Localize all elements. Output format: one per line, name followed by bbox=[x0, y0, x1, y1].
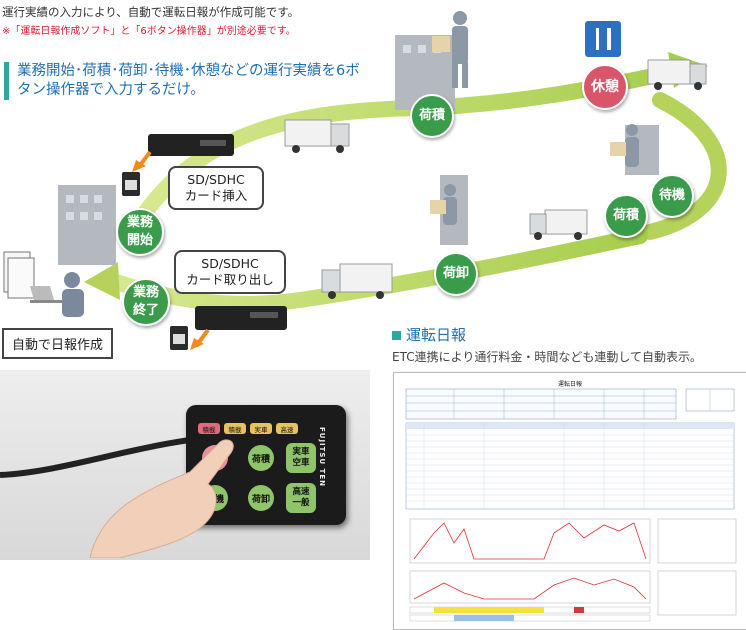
route-arrowhead-lower bbox=[84, 262, 120, 300]
callout-card-eject-text: SD/SDHC カード取り出し bbox=[186, 256, 274, 287]
callout-card-insert-text: SD/SDHC カード挿入 bbox=[184, 172, 248, 203]
hand-illustration bbox=[89, 439, 234, 558]
stage-start: 業務 開始 bbox=[116, 208, 164, 256]
section-title-text: 運転日報 bbox=[406, 326, 467, 344]
unload-button[interactable]: 荷卸 bbox=[248, 485, 274, 511]
stage-rest-label: 休憩 bbox=[591, 79, 619, 95]
load-button[interactable]: 荷積 bbox=[248, 445, 274, 471]
stage-unload-label: 荷卸 bbox=[442, 266, 469, 281]
worker-icon bbox=[443, 11, 639, 225]
route-arrow-lower bbox=[102, 228, 648, 312]
report-title: 運転日報 bbox=[557, 381, 582, 388]
stage-end-label: 業務 終了 bbox=[132, 285, 159, 318]
stage-start-label: 業務 開始 bbox=[126, 215, 153, 248]
stage-end: 業務 終了 bbox=[122, 278, 170, 326]
callout-card-insert: SD/SDHC カード挿入 bbox=[168, 166, 264, 210]
occupied-button[interactable]: 実車 空車 bbox=[286, 443, 316, 473]
highway-button[interactable]: 高速 一般 bbox=[286, 483, 316, 513]
intro-text: 運行実績の入力により、自動で運転日報が作成可能です。 bbox=[2, 5, 300, 19]
section-description: ETC連携により通行料金・時間なども連動して自動表示。 bbox=[392, 350, 702, 364]
restaurant-sign-icon bbox=[583, 19, 623, 59]
top-button-3[interactable]: 実車 bbox=[250, 423, 272, 434]
stage-load-2-label: 荷積 bbox=[612, 208, 639, 223]
stage-unload: 荷卸 bbox=[434, 252, 478, 296]
headline: 業務開始･荷積･荷卸･待機･休憩などの運行実績を6ボタン操作器で入力するだけ。 bbox=[4, 62, 367, 100]
sd-card-icon bbox=[122, 172, 188, 350]
section-title: 運転日報 bbox=[392, 324, 466, 345]
route-illustration bbox=[3, 11, 727, 350]
device-cable bbox=[0, 437, 190, 478]
driving-report-document: 運転日報 bbox=[393, 372, 746, 630]
callout-card-eject: SD/SDHC カード取り出し bbox=[174, 250, 286, 294]
top-button-1[interactable]: 積載 bbox=[198, 423, 220, 434]
auto-report-label: 自動で日報作成 bbox=[2, 328, 114, 359]
stage-load-1-label: 荷積 bbox=[418, 108, 445, 123]
recorder-icon bbox=[148, 134, 287, 330]
brand-logo: FUJITSU TEN bbox=[317, 426, 326, 488]
report-graphic bbox=[405, 388, 737, 622]
section-marker bbox=[392, 331, 401, 340]
stage-wait-label: 待機 bbox=[658, 188, 685, 203]
stage-load-1: 荷積 bbox=[410, 94, 454, 138]
intro-note: ※「運転日報作成ソフト」と「6ボタン操作器」が別途必要です。 bbox=[2, 26, 296, 37]
stage-load-2: 荷積 bbox=[604, 194, 648, 238]
truck-icon bbox=[284, 59, 707, 299]
route-arrow-loop bbox=[642, 92, 727, 240]
top-button-2[interactable]: 積載 bbox=[224, 423, 246, 434]
top-button-4[interactable]: 高速 bbox=[276, 423, 298, 434]
stage-wait: 待機 bbox=[650, 174, 694, 218]
stage-rest: 休憩 bbox=[582, 64, 628, 110]
laptop-user-icon bbox=[3, 251, 84, 317]
